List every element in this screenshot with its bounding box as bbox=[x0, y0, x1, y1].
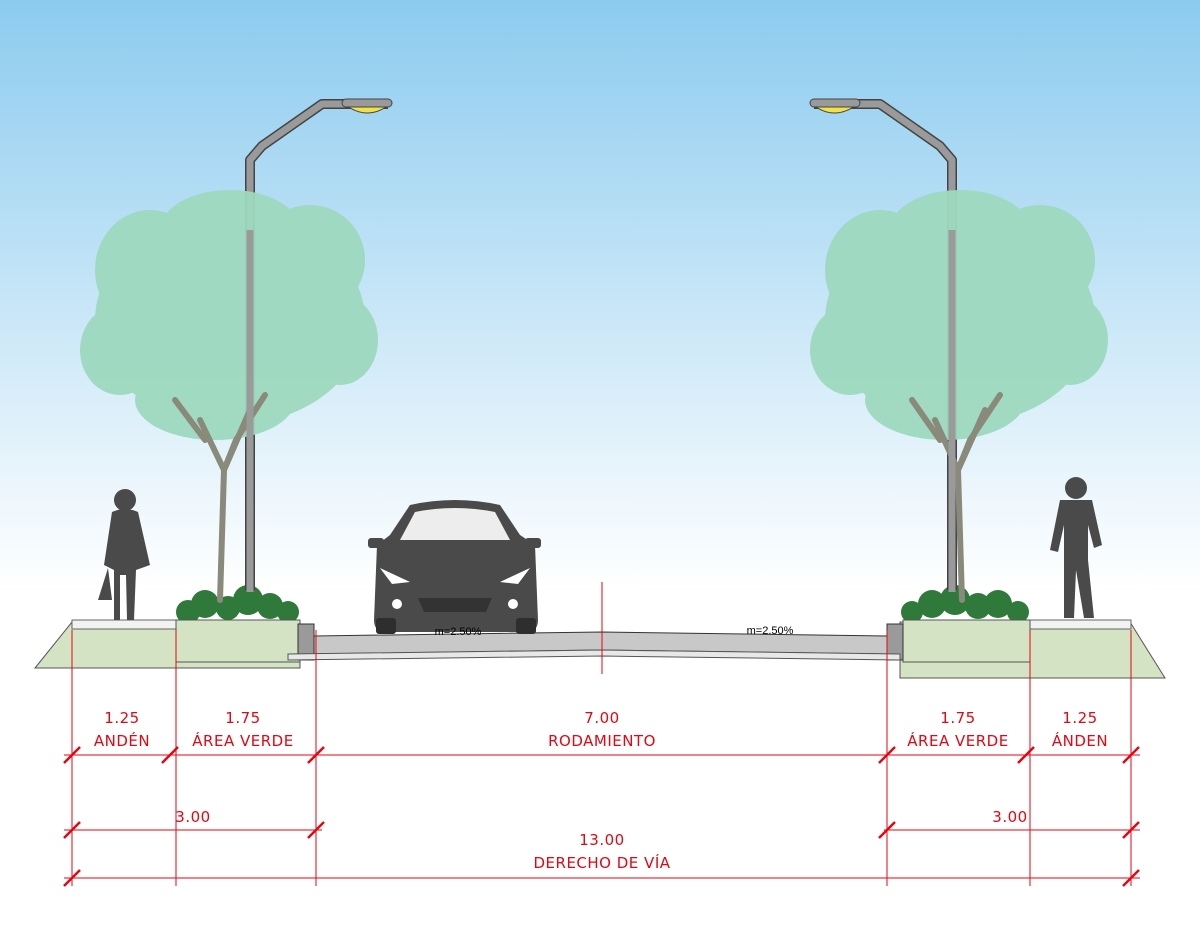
dim-value-rodamiento: 7.00 bbox=[584, 709, 619, 727]
left-planter bbox=[175, 619, 301, 663]
dim-value-anden-right: 1.25 bbox=[1062, 709, 1097, 727]
dim-value-anden-left: 1.25 bbox=[104, 709, 139, 727]
dim-label-rodamiento: RODAMIENTO bbox=[548, 732, 656, 750]
shrub-icon bbox=[176, 585, 299, 624]
shrub-icon bbox=[901, 585, 1029, 623]
dim-label-anden-right: ÁNDEN bbox=[1052, 731, 1108, 750]
dimension-tick bbox=[307, 821, 325, 839]
left-sidewalk-slab bbox=[71, 619, 177, 630]
dimension-tick bbox=[878, 821, 896, 839]
slope-label-left: m=2.50% bbox=[435, 626, 482, 638]
tree-icon bbox=[810, 190, 1108, 603]
right-planter bbox=[902, 619, 1031, 663]
dim-value-verde-left: 1.75 bbox=[225, 709, 260, 727]
dimension-tick bbox=[63, 869, 81, 887]
dim-value-total: 13.00 bbox=[579, 831, 624, 849]
slope-label-right: m=2.50% bbox=[747, 625, 794, 637]
dim-label-total: DERECHO DE VÍA bbox=[534, 853, 671, 872]
dim-label-verde-left: ÁREA VERDE bbox=[192, 731, 293, 750]
dimension-tick bbox=[63, 746, 81, 764]
dim-label-verde-right: ÁREA VERDE bbox=[907, 731, 1008, 750]
dimension-tick bbox=[63, 821, 81, 839]
dimension-tick bbox=[878, 746, 896, 764]
dim-label-anden-left: ANDÉN bbox=[94, 731, 150, 750]
dimension-tick bbox=[307, 746, 325, 764]
dimension-tick bbox=[1122, 746, 1140, 764]
dim-value-verde-right: 1.75 bbox=[940, 709, 975, 727]
car-icon bbox=[368, 500, 541, 634]
dimension-lines bbox=[63, 630, 1140, 887]
dim-value-subtotal-right: 3.00 bbox=[992, 808, 1027, 826]
right-sidewalk-slab bbox=[1029, 619, 1132, 630]
dimension-tick bbox=[1122, 869, 1140, 887]
dimension-tick bbox=[1122, 821, 1140, 839]
dimension-tick bbox=[1017, 746, 1035, 764]
dimension-tick bbox=[161, 746, 179, 764]
dim-value-subtotal-left: 3.00 bbox=[175, 808, 210, 826]
pedestrian-icon bbox=[1050, 477, 1102, 618]
pedestrian-icon bbox=[98, 489, 150, 620]
tree-icon bbox=[80, 190, 378, 603]
